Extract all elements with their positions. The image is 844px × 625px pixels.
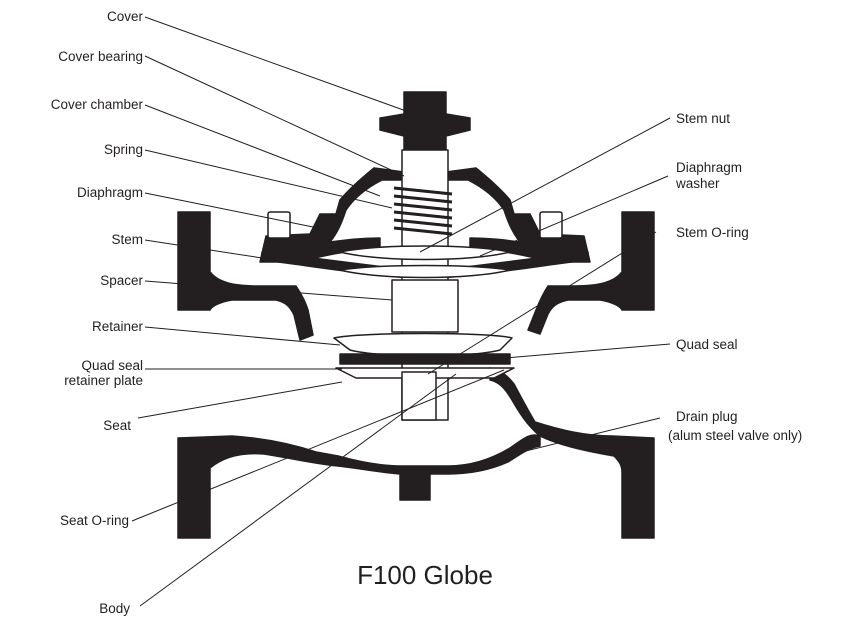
diaphragm-washer [339,245,511,261]
lower-washer [339,264,511,279]
label-stem-o-ring: Stem O-ring [676,225,749,240]
spacer [391,279,459,333]
leader-lines [131,16,671,607]
label-drain-plug-line1: Drain plug [676,409,738,424]
stem-bottom [401,371,437,421]
diagram-title: F100 Globe [357,560,493,590]
label-cover-chamber: Cover chamber [50,97,143,112]
label-drain-plug-line2: (alum steel valve only) [668,428,803,443]
label-diaphragm: Diaphragm [76,185,143,200]
upper-body-right-flange [527,211,655,335]
quad-seal-retainer-plate [339,353,511,365]
cover-dome [259,167,405,263]
upper-body-left-flange [177,211,314,341]
label-cover-bearing: Cover bearing [58,49,143,64]
lower-body-right-flange [489,367,655,539]
spring-coils [393,186,453,236]
bolt-right [539,211,563,239]
lower-body-bowl [337,434,541,501]
bolt-left [267,211,291,239]
label-quad-seal: Quad seal [676,337,738,352]
label-body: Body [99,601,130,616]
label-spring: Spring [103,142,143,157]
label-retainer: Retainer [91,319,143,334]
retainer [333,332,513,357]
label-cover: Cover [106,9,143,24]
label-diaphragm-washer-line2: washer [676,176,720,191]
label-stem: Stem [111,232,143,247]
label-stem-nut: Stem nut [676,111,731,126]
lower-body-left-flange [177,435,339,539]
label-seat-o-ring: Seat O-ring [59,513,129,528]
label-quad-seal-retainer-plate-line2: retainer plate [64,373,143,388]
label-spacer: Spacer [100,273,143,288]
label-quad-seal-retainer-plate-line1: Quad seal [81,358,143,373]
label-diaphragm-washer-line1: Diaphragm [676,160,743,175]
label-seat: Seat [103,418,131,433]
